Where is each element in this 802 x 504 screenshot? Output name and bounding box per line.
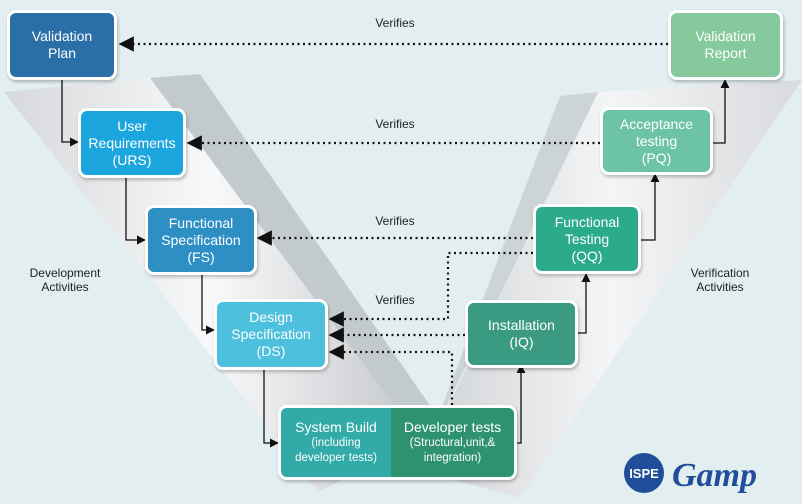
development-label-line-1: Development bbox=[29, 266, 101, 280]
system-build-title: System Build bbox=[295, 419, 377, 435]
pq-line-2: testing bbox=[635, 132, 678, 149]
verifies-line-tests-ds bbox=[328, 344, 454, 405]
qq-line-3: (QQ) bbox=[571, 247, 603, 264]
connector-plan-to-urs bbox=[61, 80, 79, 147]
developer-tests-title: Developer tests bbox=[403, 419, 502, 435]
installation-box: Installation (IQ) bbox=[465, 300, 578, 368]
verification-activities-label: Verification Activities bbox=[675, 266, 765, 294]
validation-plan-line-1: Validation bbox=[31, 28, 93, 44]
pq-line-1: Acceptance bbox=[619, 115, 694, 132]
verification-label-line-1: Verification bbox=[690, 266, 750, 280]
connector-pq-to-report bbox=[713, 79, 730, 144]
v-left-arm bbox=[4, 78, 420, 492]
fs-line-2: Specification bbox=[161, 231, 241, 248]
ds-line-3: (DS) bbox=[256, 343, 286, 359]
developer-tests-sub-2: integration) bbox=[423, 452, 482, 464]
ds-line-1: Design bbox=[249, 309, 293, 325]
validation-report-line-1: Validation bbox=[695, 28, 756, 44]
system-build-sub-2: developer tests) bbox=[295, 452, 377, 464]
functional-testing-box: Functional Testing (QQ) bbox=[533, 204, 641, 274]
system-build-sub-1: (including bbox=[311, 437, 361, 449]
validation-plan-box: Validation Plan bbox=[7, 10, 117, 80]
pq-line-3: (PQ) bbox=[641, 149, 672, 166]
verifies-line-qq-ds bbox=[328, 251, 533, 327]
functional-specification-box: Functional Specification (FS) bbox=[145, 205, 257, 275]
user-requirements-box: User Requirements (URS) bbox=[78, 108, 186, 178]
connector-iq-to-qq bbox=[578, 273, 591, 334]
qq-line-1: Functional bbox=[554, 213, 620, 230]
developer-tests-sub-1: (Structural,unit,& bbox=[409, 437, 496, 449]
fs-line-1: Functional bbox=[168, 214, 234, 231]
gamp-logo-text: Gamp bbox=[672, 457, 757, 494]
iq-line-1: Installation bbox=[488, 317, 555, 333]
build-and-developer-tests-box: System Build (including developer tests)… bbox=[278, 405, 517, 480]
fs-line-3: (FS) bbox=[187, 248, 215, 265]
connector-qq-to-pq bbox=[640, 173, 660, 241]
connector-urs-to-fs bbox=[125, 177, 146, 245]
connector-fs-to-ds bbox=[201, 275, 215, 335]
connector-tests-to-iq bbox=[516, 364, 526, 444]
validation-plan-line-2: Plan bbox=[47, 45, 77, 61]
verifies-label-2: Verifies bbox=[375, 117, 415, 131]
urs-line-2: Requirements bbox=[88, 134, 176, 151]
v-left-arm-shadow bbox=[150, 74, 440, 440]
development-label-line-2: Activities bbox=[41, 280, 89, 294]
ispe-gamp-logo: ISPE Gamp bbox=[624, 453, 757, 494]
urs-line-1: User bbox=[117, 117, 147, 134]
validation-report-box: Validation Report bbox=[668, 10, 783, 80]
verifies-label-3: Verifies bbox=[375, 214, 415, 228]
ispe-logo-text: ISPE bbox=[629, 466, 659, 481]
connector-ds-to-build bbox=[263, 370, 279, 448]
system-build-section: System Build (including developer tests) bbox=[281, 408, 391, 477]
urs-line-3: (URS) bbox=[112, 151, 152, 168]
ispe-logo-circle bbox=[624, 453, 664, 493]
ds-line-2: Specification bbox=[231, 326, 311, 342]
acceptance-testing-box: Acceptance testing (PQ) bbox=[600, 107, 713, 175]
verification-label-line-2: Activities bbox=[696, 280, 744, 294]
development-activities-label: Development Activities bbox=[20, 266, 110, 294]
verifies-label-1: Verifies bbox=[375, 16, 415, 30]
v-right-arm bbox=[418, 80, 802, 498]
developer-tests-section: Developer tests (Structural,unit,& integ… bbox=[391, 408, 514, 477]
verifies-label-4: Verifies bbox=[375, 293, 415, 307]
validation-report-line-2: Report bbox=[704, 45, 747, 61]
design-specification-box: Design Specification (DS) bbox=[214, 299, 328, 370]
iq-line-2: (IQ) bbox=[509, 334, 534, 350]
qq-line-2: Testing bbox=[564, 230, 610, 247]
